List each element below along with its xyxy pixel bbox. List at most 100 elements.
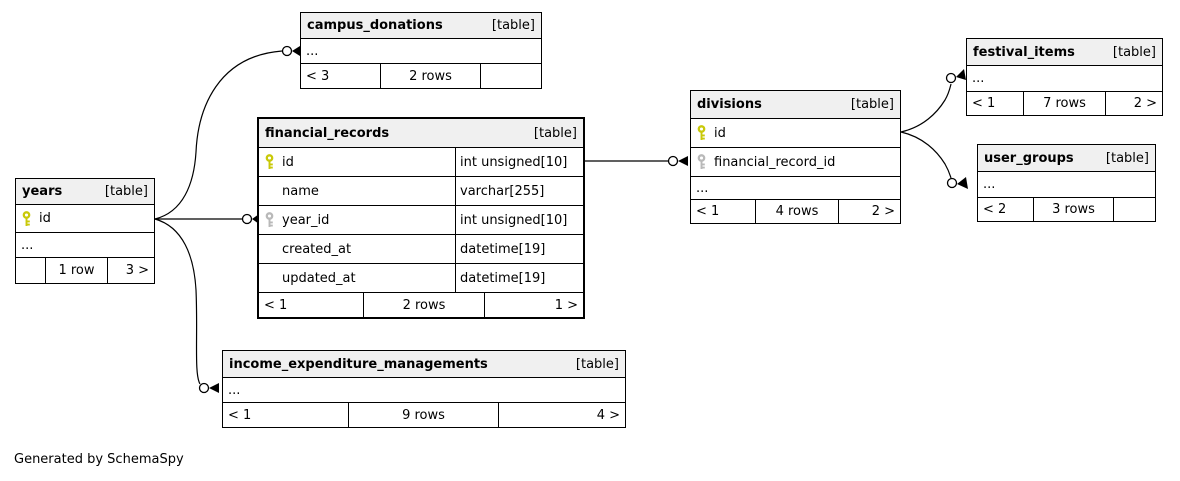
column-name: id	[39, 211, 51, 226]
table-divisions[interactable]: divisions [table] id	[690, 90, 901, 224]
columns-ellipsis: ...	[306, 43, 319, 59]
table-footer: < 1 4 rows 2 >	[691, 199, 900, 223]
rel-years-income-expenditure-managements	[154, 218, 219, 394]
column-name: updated_at	[282, 270, 356, 286]
columns-ellipsis: ...	[696, 180, 709, 196]
column-name: created_at	[282, 241, 352, 257]
footer-children: 2 >	[871, 204, 895, 219]
table-footer: < 1 7 rows 2 >	[967, 91, 1162, 115]
footer-parents: < 3	[301, 64, 381, 88]
footer-parents: < 1	[223, 403, 349, 427]
table-header: financial_records [table]	[259, 119, 583, 147]
rel-divisions-user-groups	[900, 131, 968, 189]
footer-children: 4 >	[596, 407, 620, 423]
table-footer: < 2 3 rows	[978, 197, 1155, 221]
table-row: ...	[978, 171, 1155, 197]
column-name: financial_record_id	[714, 154, 836, 170]
table-name[interactable]: divisions	[697, 97, 762, 112]
primary-key-icon	[264, 154, 282, 170]
table-header: festival_items [table]	[967, 39, 1162, 65]
table-type-tag: [table]	[575, 356, 619, 372]
table-header: user_groups [table]	[978, 145, 1155, 171]
table-row: id	[16, 204, 154, 232]
table-row: id int unsigned[10]	[259, 147, 583, 176]
table-type-tag: [table]	[1105, 150, 1149, 166]
column-name: id	[714, 125, 726, 141]
table-header: divisions [table]	[691, 91, 900, 118]
table-name[interactable]: financial_records	[265, 125, 390, 141]
column-type: int unsigned[10]	[455, 206, 583, 234]
footer-parents: < 1	[967, 92, 1024, 115]
table-type-tag: [table]	[850, 97, 894, 112]
column-name: id	[282, 154, 294, 170]
table-footer: 1 row 3 >	[16, 257, 154, 283]
table-name[interactable]: campus_donations	[307, 18, 443, 33]
footer-rowcount: 4 rows	[756, 200, 839, 223]
footer-rowcount: 3 rows	[1034, 198, 1114, 221]
table-type-tag: [table]	[104, 184, 148, 199]
rel-divisions-festival-items	[900, 69, 966, 133]
primary-key-icon	[21, 210, 39, 227]
footer-children: 2 >	[1133, 96, 1157, 111]
table-name[interactable]: festival_items	[973, 44, 1075, 60]
footer-children	[1114, 198, 1155, 221]
table-type-tag: [table]	[491, 18, 535, 33]
table-name[interactable]: income_expenditure_managements	[229, 356, 488, 372]
column-name: year_id	[282, 212, 330, 228]
table-row: id	[691, 118, 900, 147]
column-type: varchar[255]	[455, 177, 583, 205]
table-footer: < 3 2 rows	[301, 63, 541, 88]
table-type-tag: [table]	[1112, 44, 1156, 60]
rel-financial-records-divisions	[585, 155, 688, 167]
table-row: ...	[223, 377, 625, 402]
table-row: updated_at datetime[19]	[259, 263, 583, 292]
footer-rowcount: 9 rows	[349, 403, 499, 427]
table-festival-items[interactable]: festival_items [table] ... < 1 7 rows 2 …	[966, 38, 1163, 116]
rel-years-financial-records	[155, 213, 259, 225]
footer-rowcount: 2 rows	[381, 64, 481, 88]
primary-key-icon	[696, 125, 714, 141]
table-header: campus_donations [table]	[301, 13, 541, 38]
table-row: ...	[691, 176, 900, 199]
footer-parents: < 1	[691, 200, 756, 223]
table-row: ...	[967, 65, 1162, 91]
table-row: ...	[16, 232, 154, 257]
footer-parents	[16, 258, 46, 283]
columns-ellipsis: ...	[983, 177, 996, 192]
foreign-key-icon	[696, 154, 714, 170]
table-name[interactable]: years	[22, 184, 63, 199]
table-row: name varchar[255]	[259, 176, 583, 205]
table-income-expenditure-managements[interactable]: income_expenditure_managements [table] .…	[222, 350, 626, 428]
footer-rowcount: 2 rows	[364, 293, 485, 317]
table-footer: < 1 9 rows 4 >	[223, 402, 625, 427]
table-header: income_expenditure_managements [table]	[223, 351, 625, 377]
column-type: int unsigned[10]	[455, 148, 583, 176]
column-type: datetime[19]	[455, 264, 583, 292]
table-row: financial_record_id	[691, 147, 900, 176]
table-name[interactable]: user_groups	[984, 150, 1074, 166]
footer-children: 1 >	[554, 297, 578, 313]
column-name: name	[282, 183, 319, 199]
column-type: datetime[19]	[455, 235, 583, 263]
table-footer: < 1 2 rows 1 >	[259, 292, 583, 317]
schemaspy-credit: Generated by SchemaSpy	[14, 452, 184, 467]
footer-children	[481, 64, 541, 88]
columns-ellipsis: ...	[228, 382, 241, 398]
columns-ellipsis: ...	[972, 71, 985, 86]
table-financial-records[interactable]: financial_records [table] id int unsigne…	[257, 117, 585, 319]
footer-rowcount: 1 row	[46, 258, 108, 283]
table-campus-donations[interactable]: campus_donations [table] ... < 3 2 rows	[300, 12, 542, 89]
footer-rowcount: 7 rows	[1024, 92, 1106, 115]
table-years[interactable]: years [table] id ... 1 row 3 >	[15, 178, 155, 284]
table-row: year_id int unsigned[10]	[259, 205, 583, 234]
foreign-key-icon	[264, 212, 282, 228]
table-row: created_at datetime[19]	[259, 234, 583, 263]
columns-ellipsis: ...	[21, 237, 34, 253]
footer-parents: < 1	[259, 293, 364, 317]
table-header: years [table]	[16, 179, 154, 204]
table-row: ...	[301, 38, 541, 63]
table-type-tag: [table]	[533, 125, 577, 141]
table-user-groups[interactable]: user_groups [table] ... < 2 3 rows	[977, 144, 1156, 222]
footer-children: 3 >	[125, 263, 149, 278]
